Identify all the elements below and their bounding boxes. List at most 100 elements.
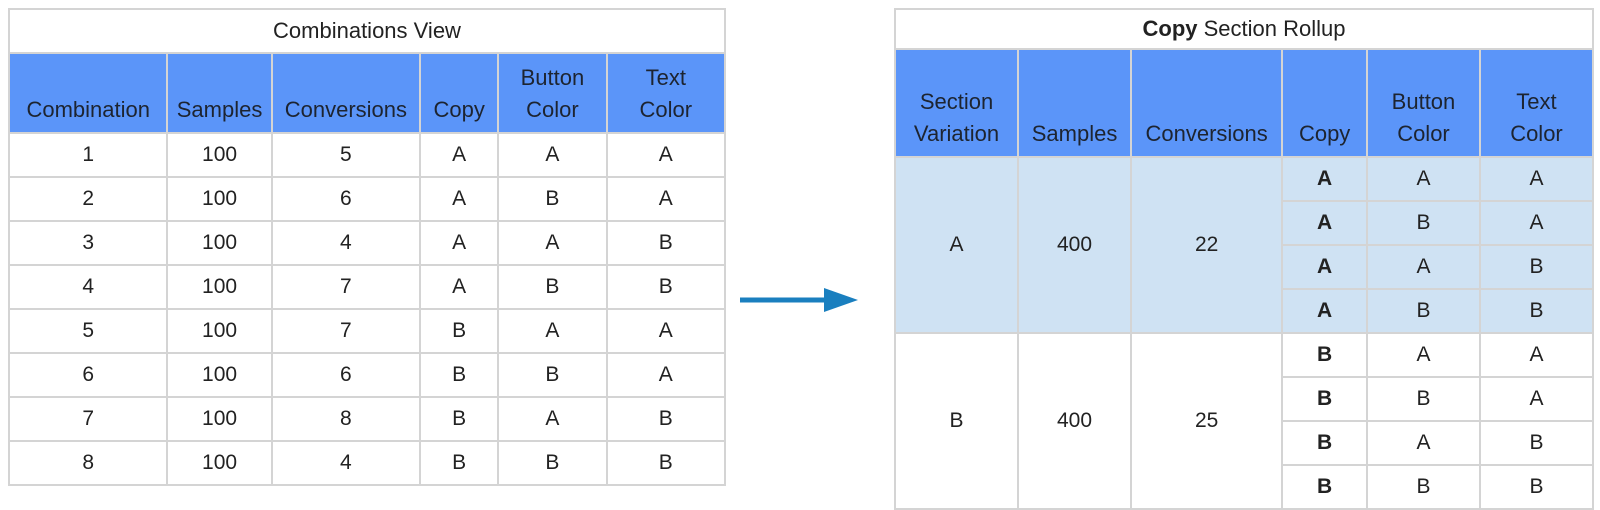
cell-button-color: B xyxy=(497,352,608,398)
cell-conversions: 8 xyxy=(270,396,422,442)
cell-button-color: B xyxy=(1366,376,1481,422)
cell-text-color: B xyxy=(1478,244,1595,290)
header-copy: Copy xyxy=(1281,48,1368,158)
cell-copy: A xyxy=(419,132,500,178)
rollup-title-bold: Copy xyxy=(1142,16,1198,41)
cell-samples: 100 xyxy=(166,396,273,442)
cell-text-color: B xyxy=(605,264,727,310)
cell-samples: 100 xyxy=(166,352,273,398)
cell-samples: 100 xyxy=(166,132,273,178)
header-conversions: Conversions xyxy=(1129,48,1284,158)
cell-combination: 2 xyxy=(7,176,169,222)
cell-button-color: A xyxy=(497,220,608,266)
cell-text-color: A xyxy=(1478,156,1595,202)
header-text-color: Text Color xyxy=(1478,48,1595,158)
cell-combination: 6 xyxy=(7,352,169,398)
combinations-title: Combinations View xyxy=(8,8,726,54)
cell-copy: A xyxy=(1281,288,1368,334)
cell-combination: 3 xyxy=(7,220,169,266)
cell-button-color: A xyxy=(1366,420,1481,466)
cell-combination: 1 xyxy=(7,132,169,178)
cell-copy: B xyxy=(419,352,500,398)
header-combination: Combination xyxy=(7,52,169,134)
cell-text-color: B xyxy=(1478,288,1595,334)
cell-conversions: 25 xyxy=(1129,332,1284,510)
header-text-color: Text Color xyxy=(605,52,727,134)
cell-section-variation: A xyxy=(893,156,1020,334)
cell-copy: A xyxy=(1281,244,1368,290)
cell-button-color: B xyxy=(1366,464,1481,510)
header-section-variation: Section Variation xyxy=(893,48,1020,158)
cell-button-color: A xyxy=(1366,244,1481,290)
header-button-color: Button Color xyxy=(497,52,608,134)
cell-copy: B xyxy=(1281,376,1368,422)
header-samples: Samples xyxy=(166,52,273,134)
cell-button-color: A xyxy=(1366,156,1481,202)
cell-button-color: B xyxy=(497,264,608,310)
cell-copy: B xyxy=(419,308,500,354)
header-button-color: Button Color xyxy=(1366,48,1481,158)
cell-copy: B xyxy=(1281,332,1368,378)
cell-samples: 100 xyxy=(166,176,273,222)
cell-combination: 7 xyxy=(7,396,169,442)
cell-conversions: 22 xyxy=(1129,156,1284,334)
cell-section-variation: B xyxy=(893,332,1020,510)
cell-samples: 400 xyxy=(1017,156,1132,334)
cell-copy: A xyxy=(419,220,500,266)
arrow-head xyxy=(824,288,858,312)
cell-text-color: A xyxy=(605,132,727,178)
cell-text-color: A xyxy=(1478,332,1595,378)
cell-button-color: A xyxy=(497,132,608,178)
cell-copy: B xyxy=(419,440,500,486)
cell-text-color: B xyxy=(1478,420,1595,466)
combinations-table: Combinations View Combination Samples Co… xyxy=(7,8,727,486)
cell-samples: 100 xyxy=(166,440,273,486)
cell-samples: 100 xyxy=(166,264,273,310)
cell-conversions: 7 xyxy=(270,308,422,354)
cell-combination: 5 xyxy=(7,308,169,354)
cell-combination: 8 xyxy=(7,440,169,486)
cell-button-color: B xyxy=(1366,288,1481,334)
rollup-title-rest: Section Rollup xyxy=(1197,16,1346,41)
cell-copy: B xyxy=(419,396,500,442)
header-samples: Samples xyxy=(1017,48,1132,158)
copy-section-rollup-table: Copy Section Rollup Section Variation Sa… xyxy=(893,8,1595,510)
cell-text-color: A xyxy=(605,176,727,222)
cell-copy: B xyxy=(1281,464,1368,510)
cell-text-color: B xyxy=(1478,464,1595,510)
cell-conversions: 6 xyxy=(270,352,422,398)
cell-button-color: B xyxy=(1366,200,1481,246)
cell-text-color: B xyxy=(605,220,727,266)
cell-copy: A xyxy=(1281,200,1368,246)
cell-samples: 400 xyxy=(1017,332,1132,510)
cell-text-color: A xyxy=(605,308,727,354)
cell-samples: 100 xyxy=(166,308,273,354)
cell-copy: A xyxy=(419,176,500,222)
rollup-title: Copy Section Rollup xyxy=(894,8,1594,50)
cell-samples: 100 xyxy=(166,220,273,266)
cell-copy: B xyxy=(1281,420,1368,466)
cell-conversions: 4 xyxy=(270,440,422,486)
cell-text-color: A xyxy=(1478,200,1595,246)
cell-text-color: B xyxy=(605,396,727,442)
cell-button-color: B xyxy=(497,176,608,222)
cell-text-color: A xyxy=(605,352,727,398)
cell-button-color: A xyxy=(497,308,608,354)
right-arrow-icon xyxy=(740,288,858,312)
header-copy: Copy xyxy=(419,52,500,134)
cell-button-color: A xyxy=(1366,332,1481,378)
